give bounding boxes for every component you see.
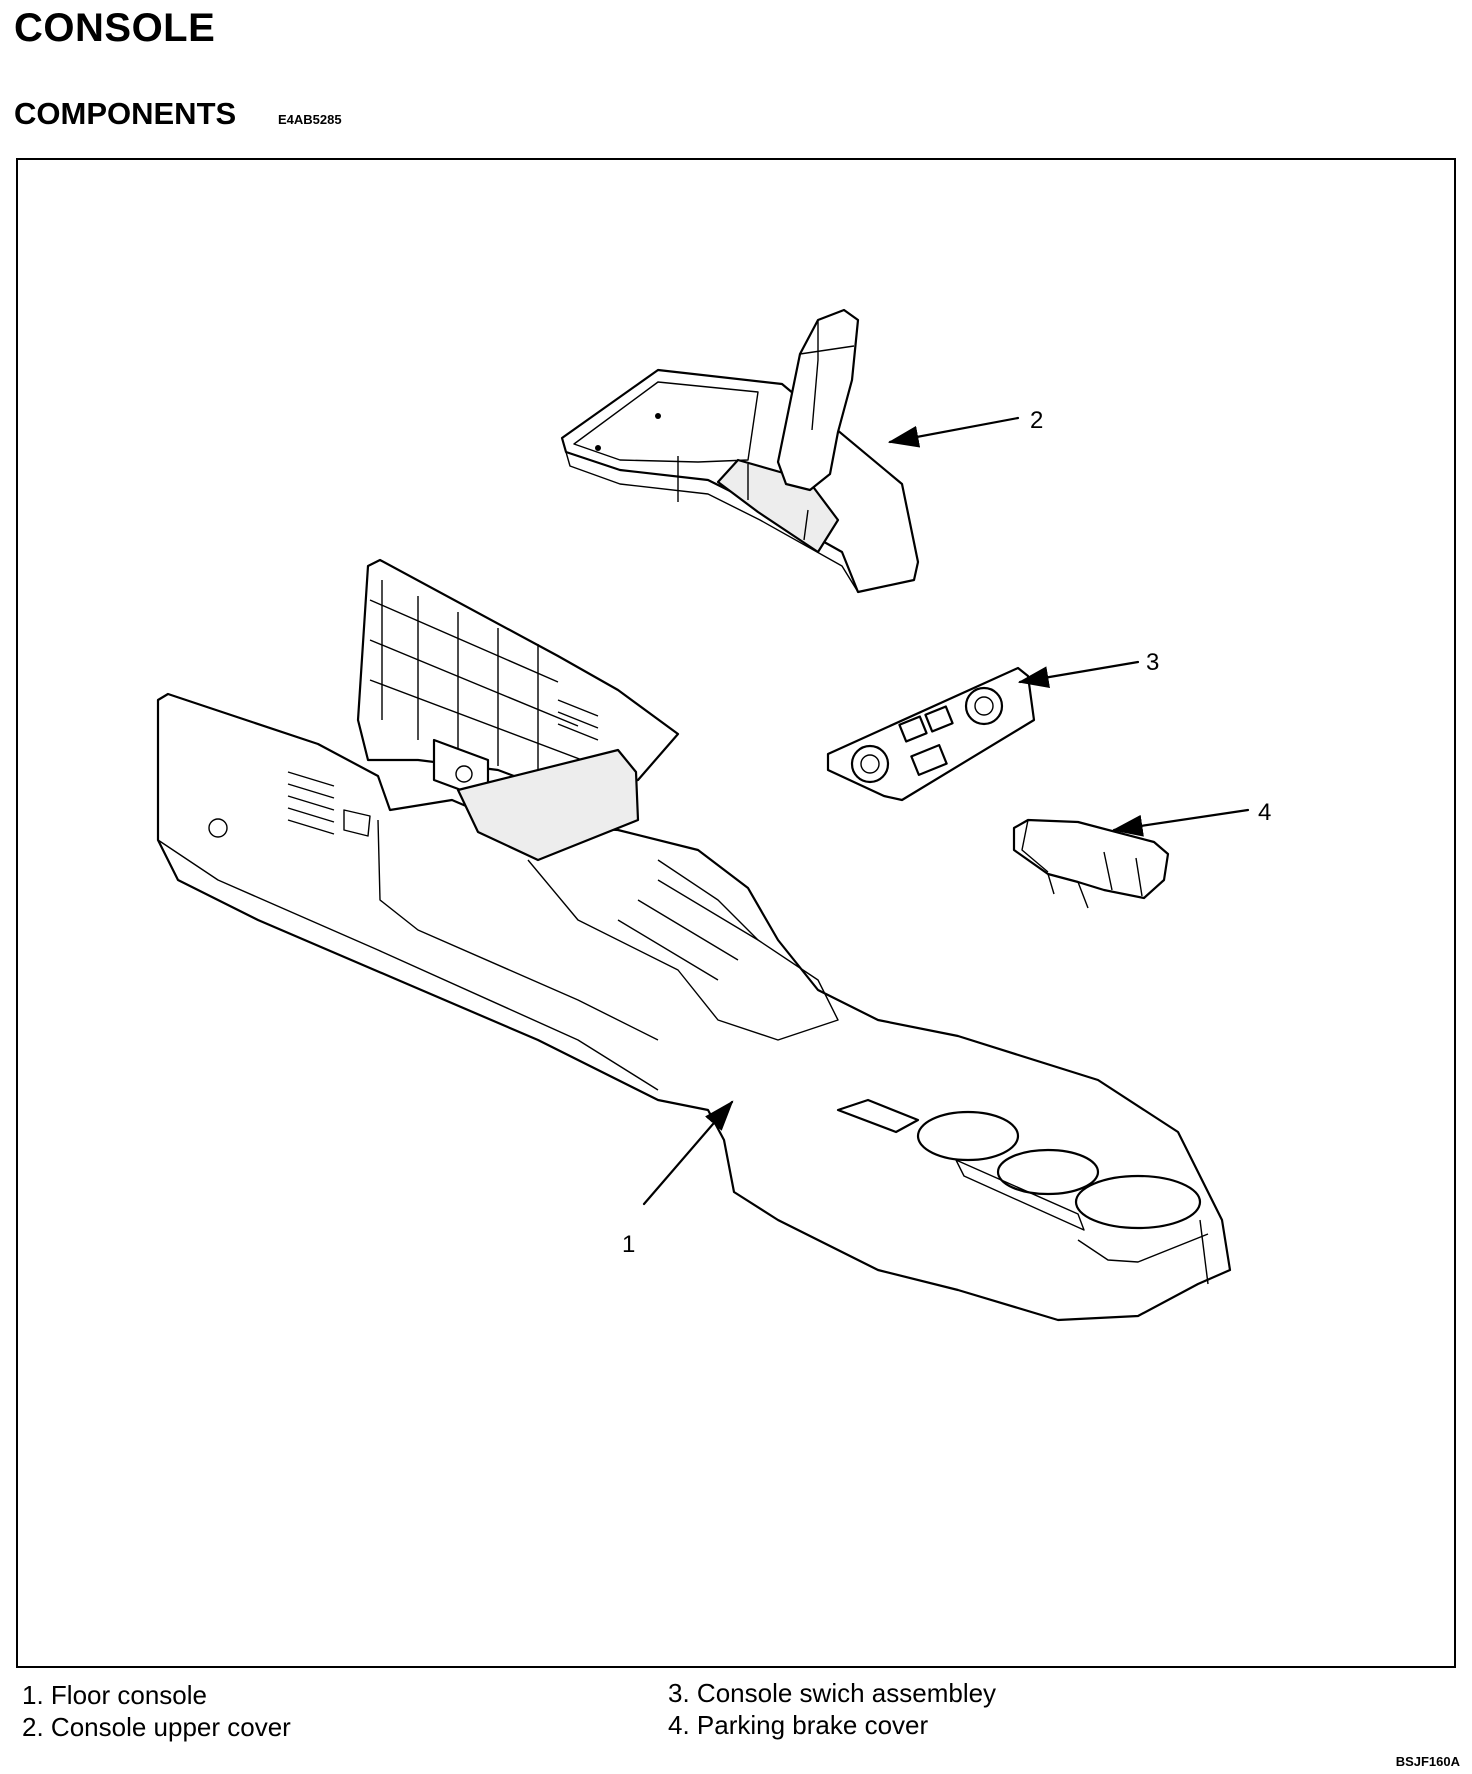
leader-arrow-2	[887, 416, 1020, 448]
section-subtitle: COMPONENTS	[14, 96, 237, 131]
section-code: E4AB5285	[278, 112, 342, 127]
leader-arrow-1	[642, 1100, 734, 1206]
legend-label: Console swich assembley	[696, 1678, 997, 1708]
floor-console-part	[156, 558, 1232, 1322]
page-title: CONSOLE	[14, 6, 216, 50]
legend-label: Console upper cover	[50, 1712, 291, 1742]
callout-2: 2	[1030, 407, 1043, 434]
leader-arrow-3	[1017, 660, 1140, 689]
legend-number: 3.	[668, 1678, 690, 1708]
legend-item-3: 3. Console swich assembley	[668, 1678, 996, 1709]
leader-arrow-4	[1111, 808, 1250, 837]
legend-label: Floor console	[50, 1680, 207, 1710]
figure-code: BSJF160A	[1395, 1754, 1460, 1769]
callout-3: 3	[1146, 649, 1159, 676]
legend-number: 2.	[22, 1712, 44, 1742]
legend-item-1: 1. Floor console	[22, 1680, 207, 1711]
parking-brake-cover-part	[1012, 818, 1170, 909]
diagram-frame: 2 3 4 1	[16, 158, 1456, 1668]
callout-1: 1	[622, 1231, 635, 1258]
console-switch-assembly-part	[826, 666, 1036, 802]
legend-label: Parking brake cover	[696, 1710, 929, 1740]
console-exploded-diagram: 2 3 4 1	[156, 308, 1271, 1322]
console-upper-cover-part	[560, 308, 920, 594]
legend-item-4: 4. Parking brake cover	[668, 1710, 928, 1741]
legend-item-2: 2. Console upper cover	[22, 1712, 291, 1743]
legend-number: 4.	[668, 1710, 690, 1740]
callout-4: 4	[1258, 799, 1271, 826]
legend-number: 1.	[22, 1680, 44, 1710]
